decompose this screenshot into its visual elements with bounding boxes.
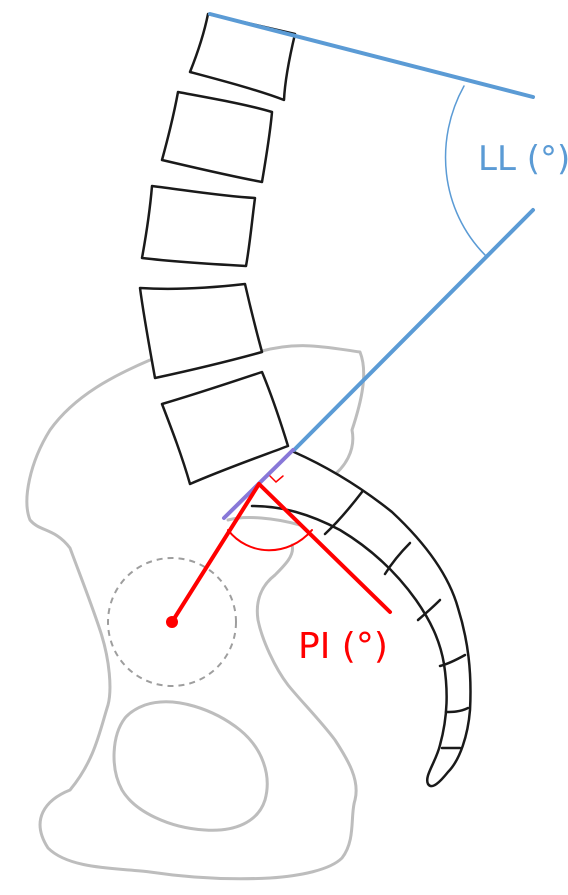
vertebra-l1: [190, 14, 295, 100]
pi-angle-arc: [228, 530, 312, 550]
vertebra-l3: [142, 186, 255, 266]
vertebra-l5: [162, 372, 288, 484]
ll-lower-line: [294, 210, 533, 450]
femoral-head-center-dot: [166, 616, 178, 628]
sacrum-outline: [252, 452, 471, 786]
vertebra-l2: [162, 92, 272, 182]
lumbar-vertebrae: [140, 14, 295, 484]
vertebra-l4: [140, 284, 262, 378]
sacrum-coccyx: [252, 452, 471, 786]
obturator-foramen-outline: [114, 702, 267, 830]
pi-femoral-line: [172, 484, 259, 622]
ll-label: LL (°): [478, 139, 568, 179]
pi-label: PI (°): [298, 626, 388, 667]
